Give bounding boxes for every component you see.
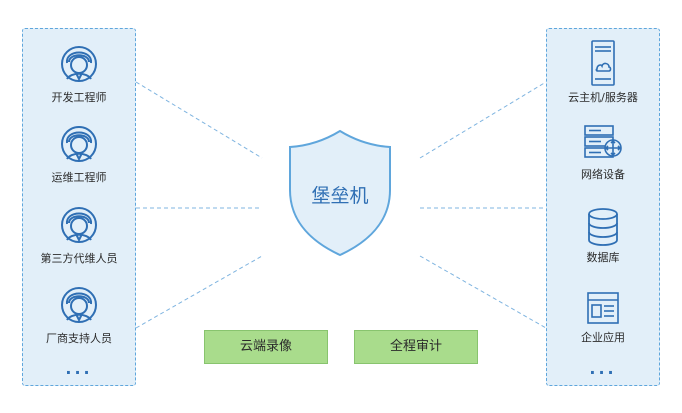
- connector-line: [419, 255, 547, 329]
- resource-item-network: 网络设备: [547, 124, 659, 182]
- more-indicator: ...: [65, 359, 93, 378]
- resources-panel: 云主机/服务器 网络设备: [546, 28, 660, 386]
- resource-label: 云主机/服务器: [568, 91, 638, 104]
- users-panel: 开发工程师 运维工程师: [22, 28, 136, 386]
- resource-label: 网络设备: [581, 168, 625, 181]
- full-audit-tag: 全程审计: [354, 330, 478, 364]
- cloud-recording-tag: 云端录像: [204, 330, 328, 364]
- user-label: 运维工程师: [51, 171, 107, 184]
- server-icon: [591, 40, 615, 86]
- connector-line: [135, 81, 263, 159]
- engineer-icon: [61, 126, 97, 162]
- enterprise-app-icon: [587, 292, 619, 324]
- bastion-host-shield: 堡垒机: [286, 128, 394, 258]
- more-indicator: ...: [589, 359, 617, 378]
- user-label: 第三方代维人员: [40, 252, 118, 265]
- connector-line: [135, 255, 263, 329]
- user-item-ops: 运维工程师: [23, 121, 135, 185]
- network-device-icon: [584, 125, 622, 158]
- resource-item-cloud-host: 云主机/服务器: [547, 39, 659, 105]
- engineer-icon: [61, 287, 97, 323]
- user-label: 开发工程师: [51, 91, 107, 104]
- engineer-icon: [61, 46, 97, 82]
- resource-label: 数据库: [586, 251, 620, 264]
- user-item-third-party: 第三方代维人员: [23, 202, 135, 266]
- user-label: 厂商支持人员: [46, 332, 112, 345]
- user-item-developer: 开发工程师: [23, 41, 135, 105]
- connector-line: [419, 81, 547, 159]
- bastion-host-title: 堡垒机: [311, 185, 369, 207]
- database-icon: [588, 208, 618, 246]
- user-item-vendor: 厂商支持人员: [23, 282, 135, 346]
- resource-item-database: 数据库: [547, 207, 659, 265]
- shield-icon: [289, 129, 391, 257]
- engineer-icon: [61, 207, 97, 243]
- resource-item-enterprise-app: 企业应用: [547, 291, 659, 345]
- resource-label: 企业应用: [581, 331, 625, 344]
